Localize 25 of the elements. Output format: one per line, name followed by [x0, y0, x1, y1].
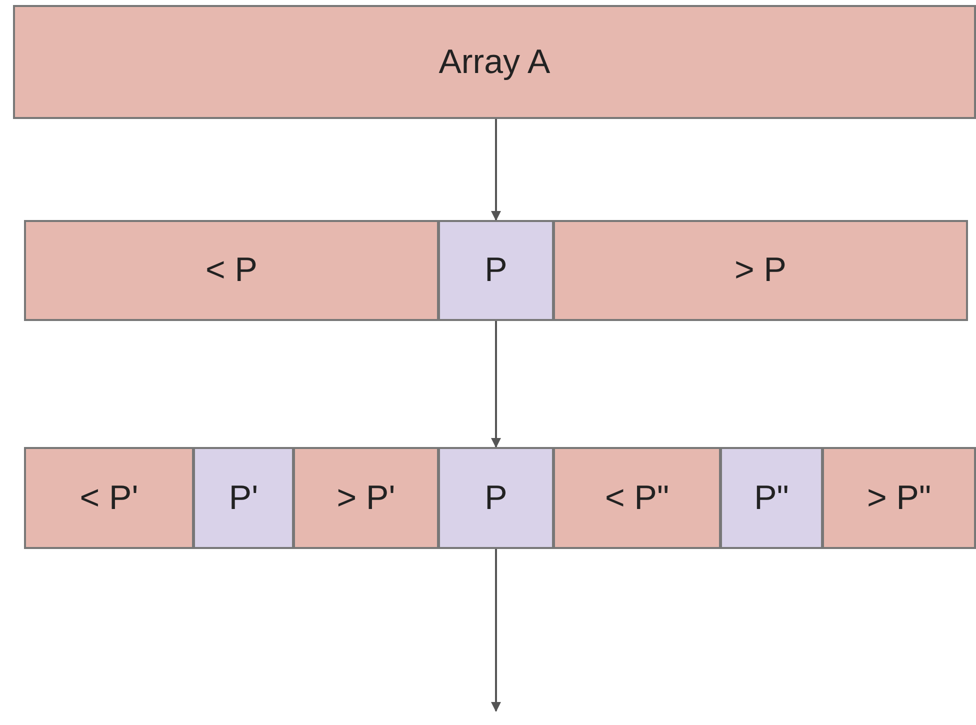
cell-label: < P — [206, 251, 258, 290]
cell-label: P' — [228, 478, 258, 518]
cell-label: > P' — [336, 478, 396, 518]
cell-label: < P' — [80, 478, 138, 518]
pivot-cell — [720, 447, 823, 549]
partition-cell — [24, 220, 439, 321]
cell-label: P" — [754, 478, 789, 518]
arrow — [491, 321, 501, 448]
partition-cell — [822, 447, 976, 549]
cell-label: P — [484, 478, 508, 518]
cell-label: < P" — [604, 478, 670, 518]
partition-cell — [553, 447, 721, 549]
pivot-cell — [438, 447, 554, 549]
cell-label: P — [484, 251, 508, 290]
partition-cell — [553, 220, 968, 321]
cell-label: > P — [734, 251, 786, 290]
partition-cell — [24, 447, 194, 549]
pivot-cell — [438, 220, 554, 321]
partition-cell — [293, 447, 439, 549]
arrow — [491, 549, 501, 712]
array-box — [13, 5, 976, 119]
pivot-cell — [193, 447, 294, 549]
arrow — [491, 119, 501, 221]
cell-label: > P" — [866, 478, 932, 518]
cell-label: Array A — [438, 42, 550, 82]
